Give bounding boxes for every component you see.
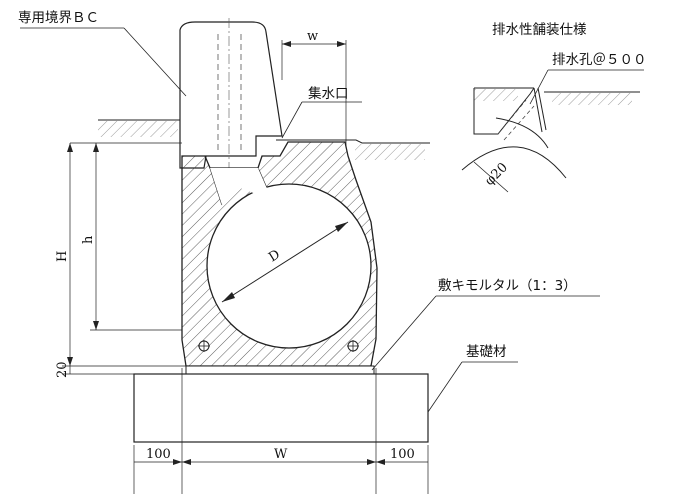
leader-curb: 専用境界ＢＣ xyxy=(18,10,187,97)
mortar-layer xyxy=(185,365,375,375)
leader-inlet: 集水口 xyxy=(281,86,362,139)
drain-body: D xyxy=(181,141,378,367)
inlet-width-dimension: w xyxy=(281,29,347,148)
ground-right xyxy=(276,139,430,160)
inlet-width-label: w xyxy=(307,29,318,44)
height-H-label: H xyxy=(55,251,70,262)
ground-left xyxy=(98,119,180,137)
right-offset-label: 100 xyxy=(390,447,415,462)
leader-mortar: 敷キモルタル（1：3） xyxy=(371,278,600,371)
curb-label: 専用境界ＢＣ xyxy=(18,10,99,26)
base-width-W-label: W xyxy=(274,447,288,462)
curb-block xyxy=(179,18,283,186)
height-dimensions: H h 20 xyxy=(55,142,186,378)
base-material xyxy=(133,373,429,443)
drain-detail-title: 排水性舗装仕様 xyxy=(492,22,587,38)
mortar-label: 敷キモルタル（1：3） xyxy=(438,278,577,294)
drain-hole-label: 排水孔＠５００ xyxy=(552,52,647,68)
base-label: 基礎材 xyxy=(466,343,507,360)
inlet-label: 集水口 xyxy=(308,86,349,102)
left-offset-label: 100 xyxy=(146,447,171,462)
base-width-dimensions: 100 W 100 xyxy=(133,368,429,494)
drain-diameter-label: φ20 xyxy=(482,160,511,189)
height-h-label: h xyxy=(81,235,96,244)
leader-base: 基礎材 xyxy=(427,343,518,413)
drain-detail: 排水性舗装仕様 排水孔＠５００ φ20 xyxy=(461,22,647,193)
mortar-thickness-label: 20 xyxy=(55,361,70,378)
